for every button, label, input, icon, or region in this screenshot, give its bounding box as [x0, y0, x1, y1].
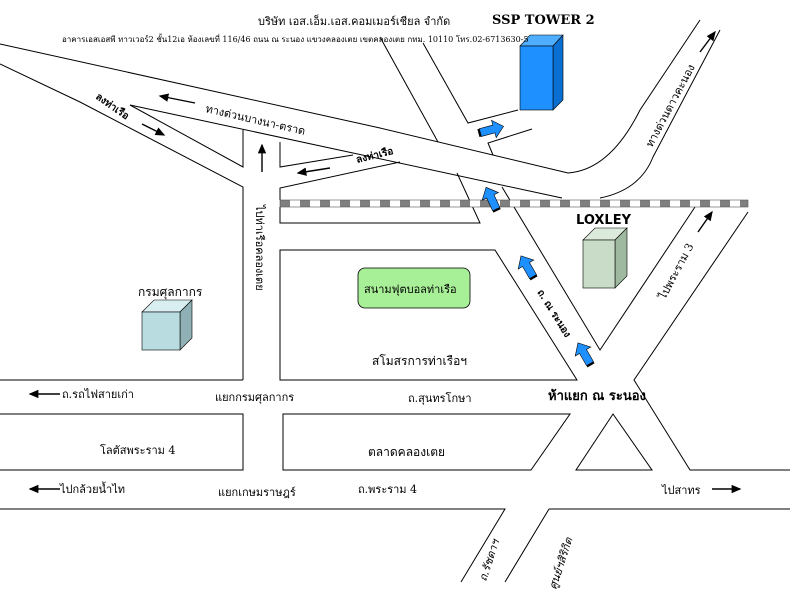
- football-field-label: สนามฟุตบอลท่าเรือ: [364, 283, 457, 296]
- traffic-island: [575, 413, 653, 471]
- market-block: [282, 413, 571, 471]
- ramp-left-outer: [0, 63, 244, 380]
- to-kluaynamthai-label: ไปกล้วยน้ำไท: [59, 481, 125, 496]
- road-network: [0, 19, 790, 583]
- lotus-block: [0, 413, 244, 471]
- company-name: บริษัท เอส.เอ็ม.เอส.คอมเมอร์เชียล จำกัด: [258, 14, 450, 28]
- ramp-left-inner: [129, 104, 244, 168]
- ssp-soi-left: [279, 36, 481, 224]
- port-club-block: [279, 249, 578, 381]
- arrow-up-right-icon: [699, 30, 716, 53]
- to-klongtoey-port-label: ไปท่าเรือคลองเตย: [253, 204, 266, 291]
- direction-arrows: [28, 30, 742, 494]
- rama4-road-label: ถ.พระราม 4: [358, 483, 417, 496]
- to-rama3-label: ไปพระราม 3: [656, 241, 697, 302]
- rama4-bottom-edge: [0, 508, 790, 583]
- ssp-tower-building: [519, 34, 564, 111]
- to-sathorn-label: ไปสาทร: [661, 484, 701, 497]
- ssp-soi-right: [422, 42, 533, 156]
- route-arrow-icon: [569, 337, 600, 371]
- company-address: อาคารเอสเอสพี ทาวเวอร์2 ชั้น12เอ ห้องเลข…: [62, 33, 529, 44]
- na-ranong-right-edge: [501, 186, 696, 351]
- arrow-left-icon: [296, 167, 331, 176]
- railway-track: [279, 199, 749, 208]
- expressway-upper-edge: [0, 19, 701, 174]
- route-arrow-icon: [475, 117, 507, 143]
- arrow-right-icon: [141, 123, 166, 136]
- ratchada-road-label: ถ.รัชดาฯ: [476, 536, 502, 583]
- kasemrat-junction-label: แยกเกษมราษฎร์: [218, 486, 296, 499]
- sirikit-center-label: ศูนย์ฯสิริกิต: [546, 535, 575, 591]
- dao-kanong-label: ทางด่วนดาวคะนอง: [643, 62, 698, 149]
- klongtoey-market-label: ตลาดคลองเตย: [368, 445, 445, 459]
- building-name: SSP TOWER 2: [492, 13, 595, 28]
- arrow-left-icon: [158, 93, 196, 104]
- ramp-right-outer: [279, 161, 401, 200]
- port-club-label: สโมสรการท่าเรือฯ: [372, 354, 467, 368]
- customs-building: [141, 299, 193, 351]
- customs-junction-label: แยกกรมศุลกากร: [215, 391, 294, 404]
- loxley-building: [582, 227, 628, 289]
- dao-kanong-lower-edge: [599, 29, 721, 199]
- sunthon-kosa-label: ถ.สุนทรโกษา: [408, 391, 472, 405]
- expressway-lower-edge: [129, 104, 563, 199]
- to-port-left-label: ลงท่าเรือ: [93, 91, 131, 123]
- na-ranong-junction-label: ห้าแยก ณ ระนอง: [548, 388, 646, 404]
- to-port-right-label: ลงท่าเรือ: [355, 145, 395, 166]
- lotus-rama4-label: โลตัสพระราม 4: [100, 443, 175, 457]
- ramp-right-inner: [279, 142, 354, 168]
- route-arrow-icon: [477, 183, 506, 216]
- customs-label: กรมศุลกากร: [138, 285, 203, 300]
- rama3-right-edge: [633, 211, 790, 471]
- arrow-up-right-icon: [697, 210, 713, 233]
- loxley-label: LOXLEY: [576, 213, 632, 228]
- route-arrow-icon: [512, 250, 543, 284]
- football-field: [357, 267, 471, 309]
- old-railway-road-label: ถ.รถไฟสายเก่า: [62, 388, 134, 401]
